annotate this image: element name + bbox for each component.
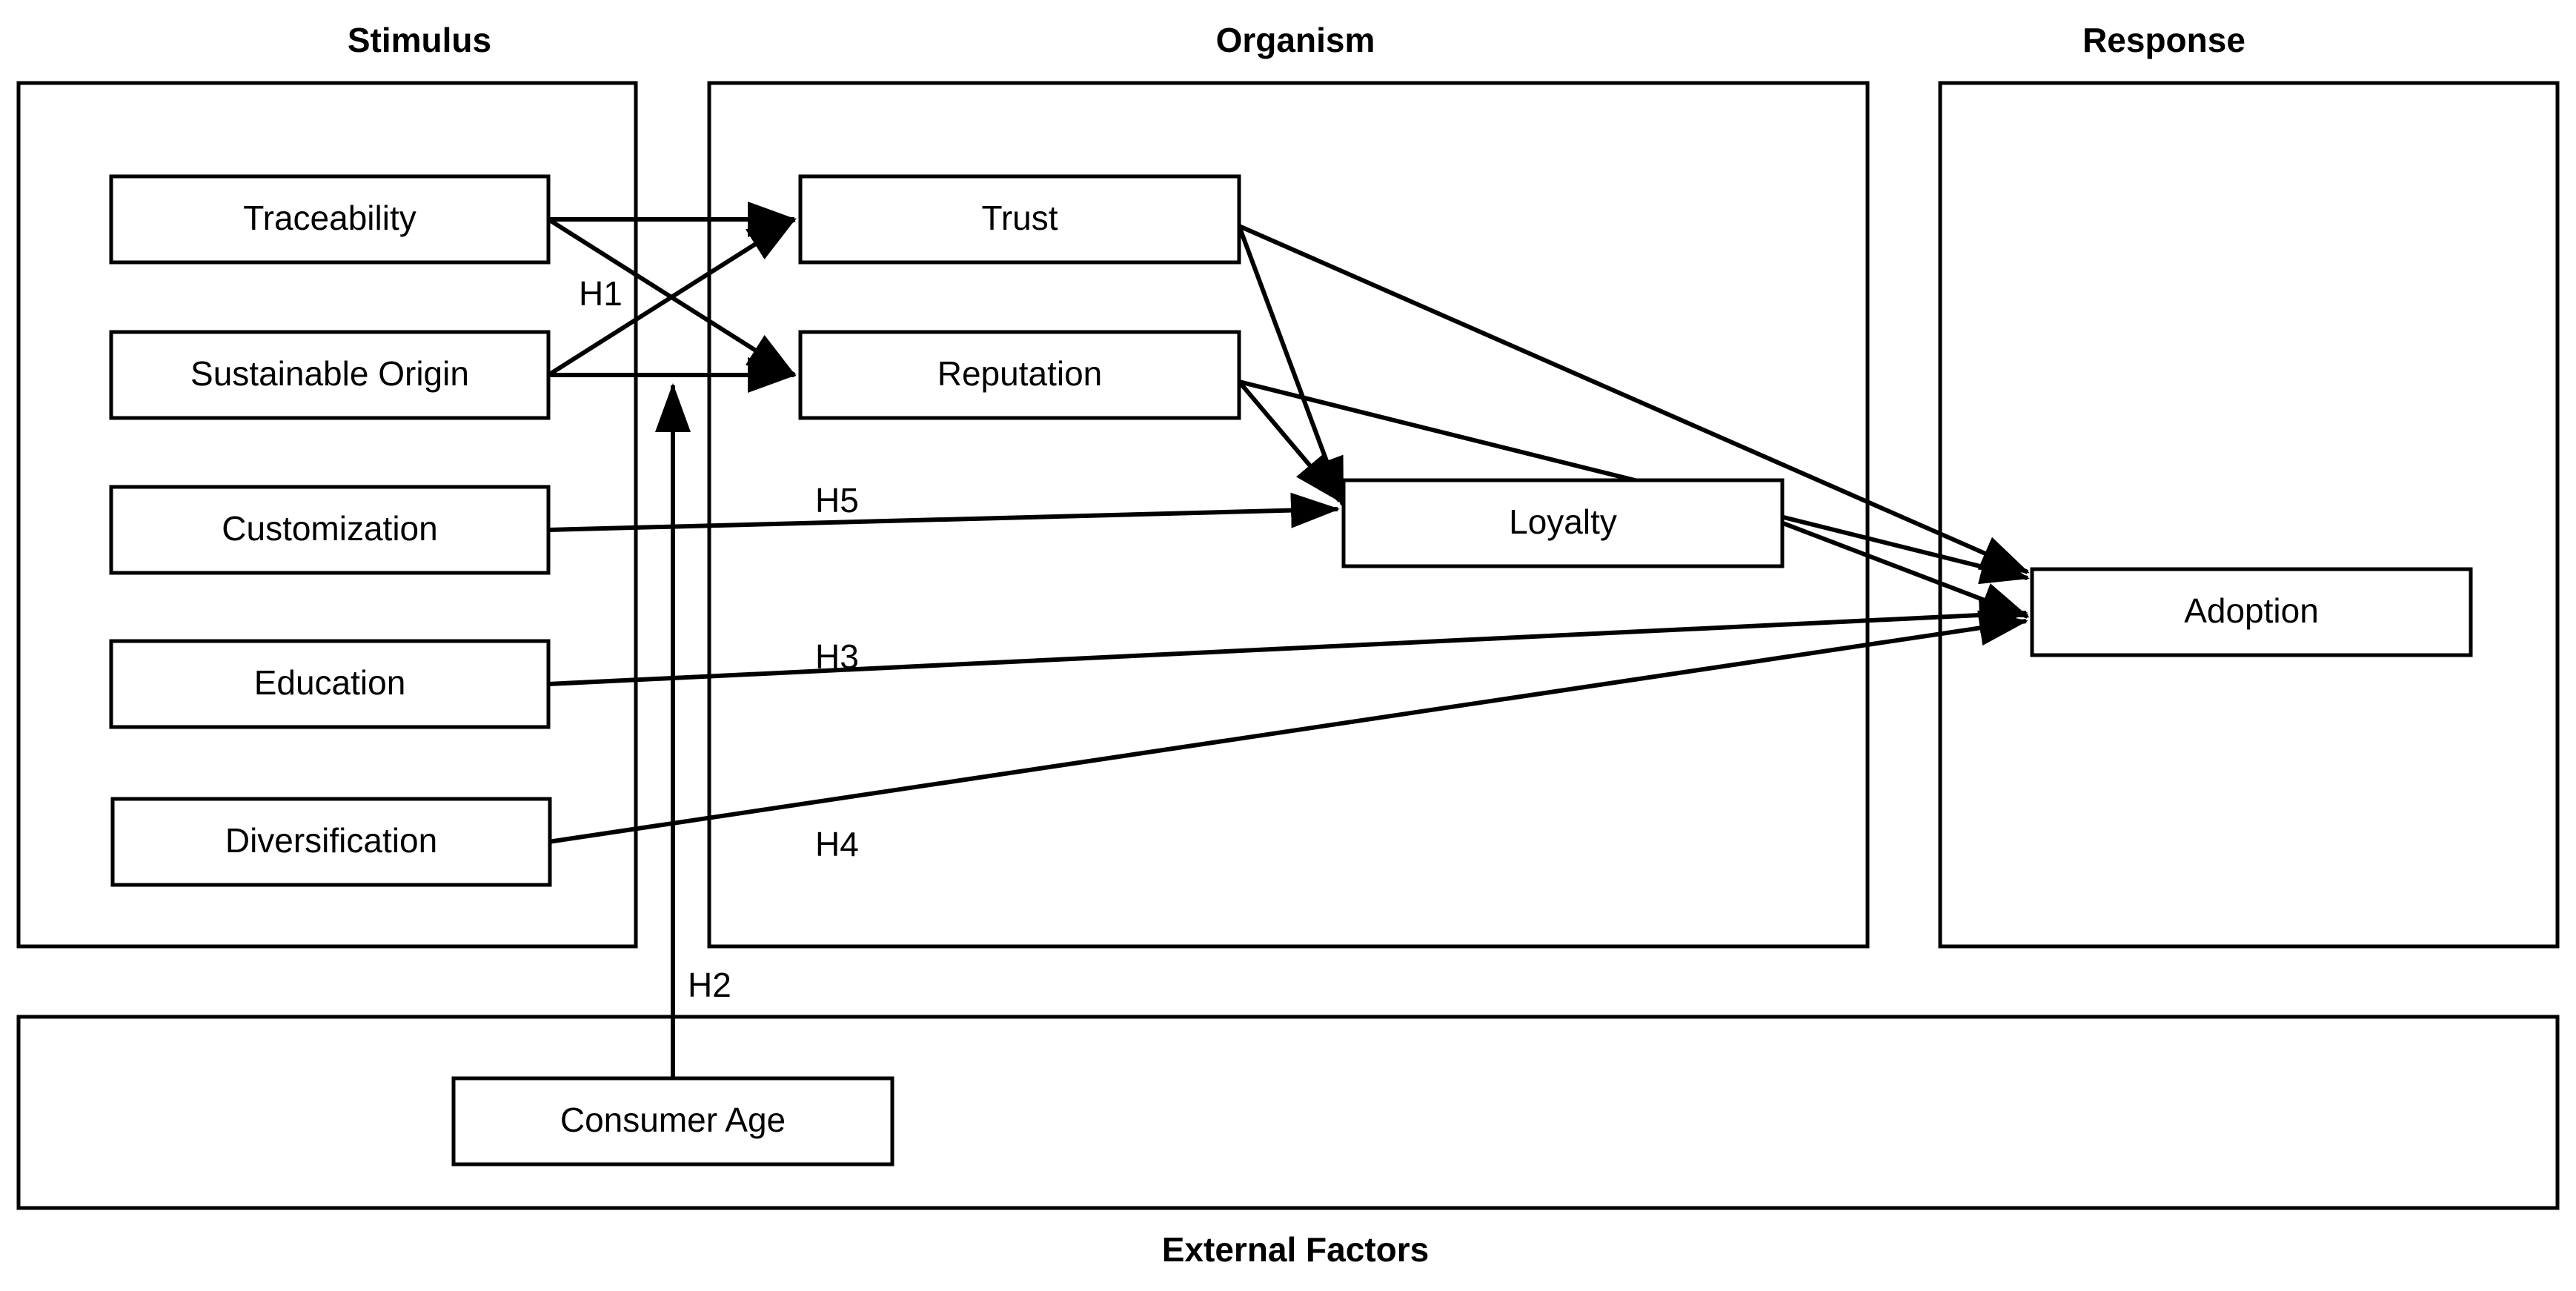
node-label-diversification: Diversification — [225, 821, 437, 860]
group-title-organism: Organism — [1216, 21, 1375, 59]
node-rect-diversification — [110, 797, 552, 887]
node-sustainable-origin[interactable]: Sustainable Origin — [109, 330, 551, 420]
hypothesis-label-h3: H3 — [815, 637, 859, 676]
edge-sustainable-origin-to-trust — [547, 217, 797, 377]
edge-customization-to-loyalty — [548, 492, 1340, 532]
node-customization[interactable]: Customization — [109, 485, 551, 575]
group-container-stimulus — [16, 81, 638, 949]
node-label-trust: Trust — [981, 199, 1058, 237]
edge-trust-to-loyalty — [1237, 225, 1345, 507]
group-title-response: Response — [2082, 21, 2245, 59]
node-consumer-age[interactable]: Consumer Age — [451, 1076, 894, 1166]
node-reputation[interactable]: Reputation — [798, 330, 1241, 420]
node-rect-sustainable-origin — [109, 330, 551, 420]
node-rect-reputation — [798, 330, 1241, 420]
node-label-reputation: Reputation — [937, 354, 1103, 393]
group-title-stimulus: Stimulus — [348, 21, 491, 59]
node-rect-consumer-age — [451, 1076, 894, 1166]
edge-reputation-to-loyalty — [1237, 380, 1342, 503]
node-rect-trust — [798, 174, 1241, 265]
edge-trust-to-adoption — [1238, 224, 2030, 574]
node-label-consumer-age: Consumer Age — [560, 1101, 786, 1139]
node-education[interactable]: Education — [109, 639, 551, 729]
edge-loyalty-to-adoption — [1782, 521, 2030, 619]
group-container-organism — [707, 81, 1870, 949]
node-diversification[interactable]: Diversification — [110, 797, 552, 887]
hypothesis-label-h4: H4 — [815, 825, 859, 863]
node-label-loyalty: Loyalty — [1509, 502, 1617, 541]
node-rect-traceability — [109, 174, 551, 265]
hypothesis-label-h2: H2 — [688, 966, 731, 1004]
node-rect-customization — [109, 485, 551, 575]
hypothesis-label-h5: H5 — [815, 481, 859, 520]
node-label-education: Education — [254, 663, 406, 702]
node-label-traceability: Traceability — [243, 199, 416, 237]
group-title-external-factors: External Factors — [1162, 1230, 1429, 1269]
group-container-external-factors — [16, 1015, 2560, 1210]
node-adoption[interactable]: Adoption — [2030, 567, 2473, 657]
node-label-customization: Customization — [222, 509, 437, 548]
node-label-sustainable-origin: Sustainable Origin — [190, 354, 469, 393]
hypothesis-label-h1: H1 — [579, 274, 623, 313]
node-rect-adoption — [2030, 567, 2473, 657]
node-loyalty[interactable]: Loyalty — [1341, 478, 1785, 568]
group-container-response — [1938, 81, 2560, 949]
edge-diversification-to-adoption — [548, 610, 2028, 844]
node-rect-loyalty — [1341, 478, 1785, 568]
node-traceability[interactable]: Traceability — [109, 174, 551, 265]
edge-education-to-adoption — [548, 597, 2028, 686]
node-trust[interactable]: Trust — [798, 174, 1241, 265]
node-rect-education — [109, 639, 551, 729]
node-label-adoption: Adoption — [2184, 591, 2319, 630]
